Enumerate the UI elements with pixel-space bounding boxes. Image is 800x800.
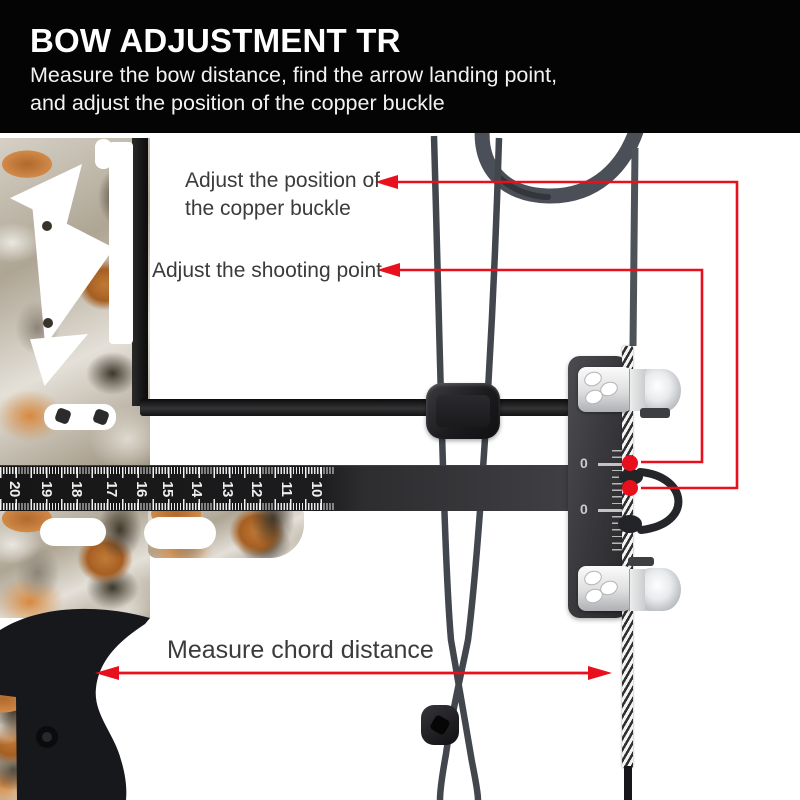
riser-cutout: [144, 517, 216, 549]
bow-cable-left: [430, 135, 482, 800]
riser-edge: [132, 138, 148, 406]
copper-buckle-label-line1: Adjust the position of: [185, 169, 380, 192]
chord-distance-label: Measure chord distance: [167, 636, 434, 664]
string-clip-bottom: [578, 566, 632, 611]
chord-arrowhead-left: [95, 666, 119, 680]
bow-string-lower: [624, 766, 632, 800]
d-loop-knot-bottom: [618, 515, 642, 533]
bow-cable-right: [436, 137, 503, 800]
bow-grip: [0, 608, 150, 800]
riser-mount-slot: [44, 404, 116, 430]
nock-scale-zero-tick: [598, 463, 626, 466]
d-loop-rope: [636, 468, 683, 534]
shooting-point-arrowhead: [377, 263, 400, 277]
bow-string-serving: [622, 346, 633, 768]
riser-cutout: [40, 518, 106, 546]
string-clip-bottom-fold: [629, 569, 647, 611]
ruler-ticks-bottom-major: [0, 499, 334, 510]
shooting-point-callout-line: [400, 268, 704, 464]
shooting-point-label: Adjust the shooting point: [152, 259, 382, 282]
string-clip-bottom-dome: [645, 568, 681, 611]
cable-slide: [426, 383, 500, 439]
ruler-ticks-top-major: [0, 467, 334, 478]
cable-slide-face: [436, 395, 490, 427]
string-clip-top-clamp: [640, 408, 670, 418]
d-loop-knot-top: [619, 469, 643, 485]
grip-screw-center: [42, 732, 52, 742]
shooting-point-dot: [622, 455, 638, 471]
header-banner: BOW ADJUSTMENT TR Measure the bow distan…: [0, 0, 800, 133]
nock-scale-zero-label: 0: [580, 501, 588, 517]
copper-buckle-callout-line: [398, 180, 739, 490]
t-square-ruler: 20 19 18 17 16 15 14 13 12 11 10: [0, 465, 570, 511]
nock-scale-zero-label: 0: [580, 455, 588, 471]
cable-roller: [421, 705, 459, 745]
lower-limb-edge: [0, 690, 17, 800]
copper-buckle-label-line2: the copper buckle: [185, 197, 351, 220]
copper-buckle-dot: [622, 480, 638, 496]
riser-cutout: [109, 142, 133, 344]
string-clip-bottom-clamp: [628, 557, 654, 566]
string-clip-top-fold: [629, 369, 647, 411]
riser-bolt-hole: [43, 318, 53, 328]
riser-bolt-hole: [42, 221, 52, 231]
riser-cutout: [95, 139, 112, 169]
header-subtitle-line2: and adjust the position of the copper bu…: [30, 91, 445, 115]
string-clip-top-dome: [645, 369, 681, 412]
chord-arrowhead-right: [588, 666, 612, 680]
copper-buckle-arrowhead: [375, 175, 398, 189]
copper-buckle-label: Adjust the position of the copper buckle: [185, 167, 380, 223]
header-subtitle-line1: Measure the bow distance, find the arrow…: [30, 63, 558, 87]
nock-scale-zero-tick: [598, 509, 626, 512]
page-title: BOW ADJUSTMENT TR: [30, 22, 401, 59]
string-clip-top: [578, 367, 632, 412]
